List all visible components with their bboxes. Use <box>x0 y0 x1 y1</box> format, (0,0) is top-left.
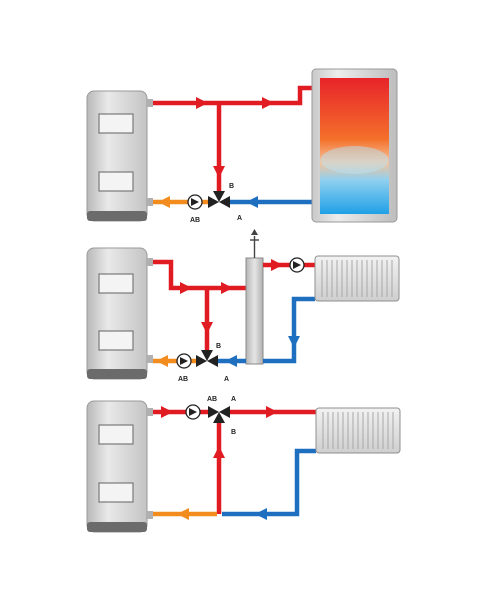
flow-arrow <box>201 322 213 334</box>
flow-arrow <box>161 406 173 418</box>
hot-supply-line-1 <box>153 85 312 198</box>
radiator-2 <box>314 255 400 302</box>
boiler-3 <box>86 400 148 533</box>
three-way-valve-2 <box>196 350 218 367</box>
valve-port-a-label: A <box>237 215 242 222</box>
hot-supply-line-2 <box>153 259 246 355</box>
flow-arrow <box>246 196 258 208</box>
boiler-2 <box>86 247 148 380</box>
flow-arrow <box>271 259 283 271</box>
radiator-3 <box>315 407 401 454</box>
valve-port-a-label: A <box>231 396 236 403</box>
valve-port-a-label: A <box>224 376 229 383</box>
circulation-pump-1 <box>187 194 203 210</box>
storage-tank <box>311 68 398 223</box>
hydraulic-separator <box>245 229 264 365</box>
flow-arrow <box>225 355 237 367</box>
valve-port-ab-label: AB <box>207 396 217 403</box>
flow-arrow <box>288 336 300 348</box>
flow-arrow <box>158 196 170 208</box>
flow-arrow <box>221 282 233 294</box>
valve-port-b-label: B <box>231 429 236 436</box>
valve-port-ab-label: AB <box>190 217 200 224</box>
boiler-1 <box>86 90 148 222</box>
valve-port-b-label: B <box>229 183 234 190</box>
cold-return-line-2 <box>263 296 315 364</box>
flow-arrow <box>213 446 225 458</box>
scheme-3: AB A B <box>86 396 401 533</box>
cold-return-line-3 <box>222 448 316 517</box>
flow-arrow <box>255 508 267 520</box>
three-way-valve-1 <box>208 191 230 208</box>
three-way-valve-3 <box>208 406 230 423</box>
valve-port-b-label: B <box>216 343 221 350</box>
flow-arrow <box>262 97 274 109</box>
flow-arrow <box>180 282 192 294</box>
circulation-pump-3 <box>185 404 201 420</box>
flow-arrow <box>177 508 189 520</box>
flow-arrow <box>213 166 225 178</box>
flow-arrow <box>156 355 168 367</box>
valve-port-ab-label: AB <box>178 376 188 383</box>
circulation-pump-2 <box>176 353 192 369</box>
flow-arrow <box>266 406 278 418</box>
scheme-1: B A AB <box>86 68 398 224</box>
radiator-pump-2 <box>289 257 305 273</box>
scheme-2: B A AB <box>86 229 400 383</box>
flow-arrow <box>196 97 208 109</box>
